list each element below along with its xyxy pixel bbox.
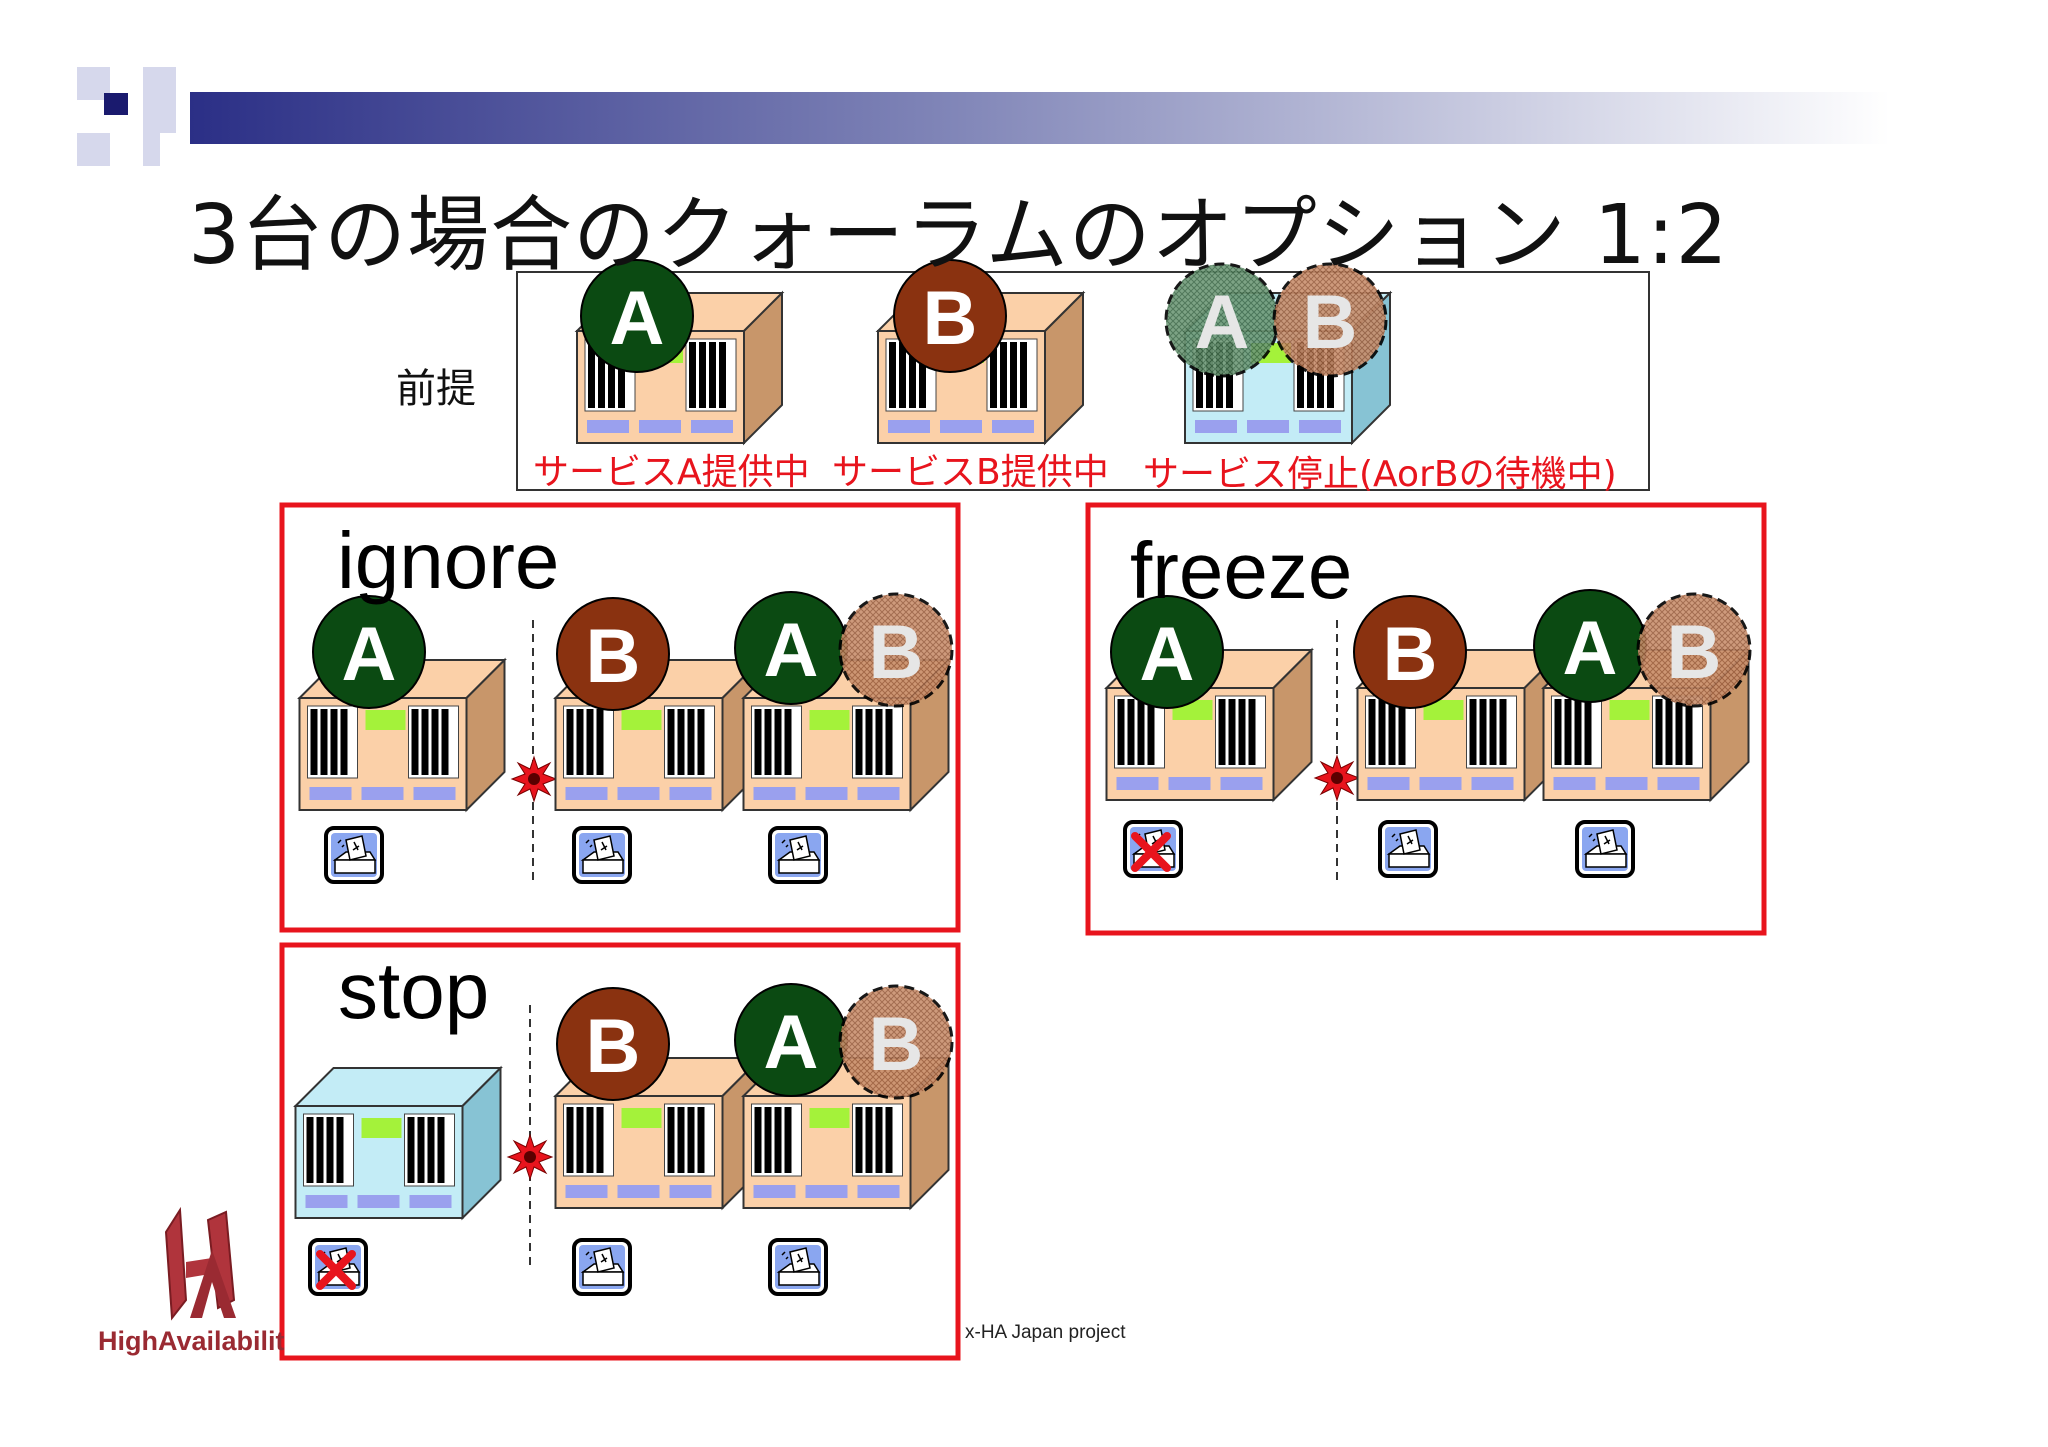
split-brain-icon — [511, 756, 557, 802]
header-decoration — [77, 67, 1890, 166]
svg-text:A: A — [764, 1000, 819, 1085]
premise-server-b: B — [877, 259, 1084, 444]
circle-label-a: A — [610, 276, 665, 361]
premise-caption-a: サービスA提供中 — [533, 452, 810, 493]
svg-text:B: B — [1303, 280, 1358, 365]
premise-caption-standby: サービス停止(AorBの待機中) — [1143, 454, 1617, 495]
vote-icon — [572, 1238, 632, 1296]
circle-label-b: B — [923, 276, 978, 361]
split-brain-icon — [507, 1134, 553, 1180]
panel-label-freeze: freeze — [1130, 526, 1353, 615]
ha-logo — [164, 1206, 236, 1321]
svg-text:B: B — [869, 610, 924, 695]
footer-project: x-HA Japan project — [965, 1322, 1126, 1343]
panel-label-stop: stop — [338, 946, 490, 1035]
premise-caption-b: サービスB提供中 — [832, 452, 1109, 493]
svg-text:B: B — [869, 1002, 924, 1087]
vote-icon — [572, 826, 632, 884]
premise-server-a: A — [576, 259, 783, 444]
vote-icon — [324, 826, 384, 884]
vote-icon — [1575, 820, 1635, 878]
svg-text:A: A — [1563, 606, 1618, 691]
svg-text:B: B — [1667, 610, 1722, 695]
svg-text:A: A — [342, 612, 397, 697]
premise-server-standby: A B — [1164, 262, 1391, 444]
svg-text:B: B — [1383, 612, 1438, 697]
split-brain-icon — [1314, 755, 1360, 801]
vote-icon — [768, 1238, 828, 1296]
svg-text:A: A — [764, 608, 819, 693]
svg-text:B: B — [586, 1004, 641, 1089]
vote-icon — [768, 826, 828, 884]
svg-text:A: A — [1140, 612, 1195, 697]
svg-text:A: A — [1195, 280, 1250, 365]
svg-text:B: B — [586, 614, 641, 699]
logo-text: HighAvailabilit — [98, 1326, 285, 1356]
premise-label: 前提 — [396, 366, 476, 412]
panel-label-ignore: ignore — [337, 516, 560, 605]
vote-icon — [1378, 820, 1438, 878]
page-title: 3台の場合のクォーラムのオプション 1:2 — [188, 188, 1729, 283]
